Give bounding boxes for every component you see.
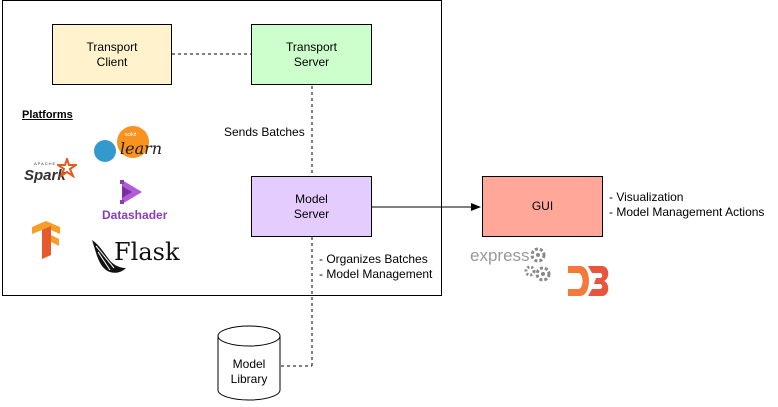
spark-small-text: APACHE <box>34 161 57 166</box>
datashader-logo: Datashader <box>100 178 175 224</box>
scikit-learn-logo: scikit learn <box>93 124 163 164</box>
model-server-label: Model Server <box>293 191 330 221</box>
gui-note-1: - Visualization <box>609 190 684 204</box>
flask-text: Flask <box>114 238 180 266</box>
transport-client-label: Transport Client <box>86 39 138 69</box>
transport-client-node: Transport Client <box>52 24 172 85</box>
platforms-heading: Platforms <box>22 109 73 121</box>
gui-label: GUI <box>531 199 554 213</box>
model-library-label: Model Library <box>230 357 268 386</box>
model-server-node: Model Server <box>251 176 372 237</box>
gui-note-2: - Model Management Actions <box>609 205 765 219</box>
transport-server-label: Transport Server <box>286 39 337 69</box>
datashader-text: Datashader <box>102 208 168 222</box>
tensorflow-logo <box>32 221 60 259</box>
d3-logo <box>568 266 609 296</box>
scikit-learn-text: learn <box>120 139 163 158</box>
apache-spark-logo: APACHE Spark <box>24 158 78 192</box>
database-cylinder-icon <box>217 325 281 401</box>
model-library-label-box: Model Library <box>218 352 280 392</box>
sends-batches-label: Sends Batches <box>224 125 305 139</box>
express-logo: express <box>470 246 554 284</box>
datashader-icon <box>120 180 142 204</box>
model-server-note-2: - Model Management <box>319 267 433 281</box>
express-gears-icon <box>524 247 551 282</box>
spark-star-icon <box>57 158 77 178</box>
flask-logo: Flask <box>88 238 180 278</box>
transport-server-node: Transport Server <box>251 24 372 85</box>
flask-horn-icon <box>92 240 126 273</box>
scikit-learn-small-text: scikit <box>125 132 137 138</box>
platform-boundary <box>2 0 442 296</box>
spark-text: Spark <box>24 167 66 184</box>
model-server-note-1: - Organizes Batches <box>319 252 428 266</box>
express-text: express <box>470 246 530 265</box>
gui-node: GUI <box>482 176 603 237</box>
